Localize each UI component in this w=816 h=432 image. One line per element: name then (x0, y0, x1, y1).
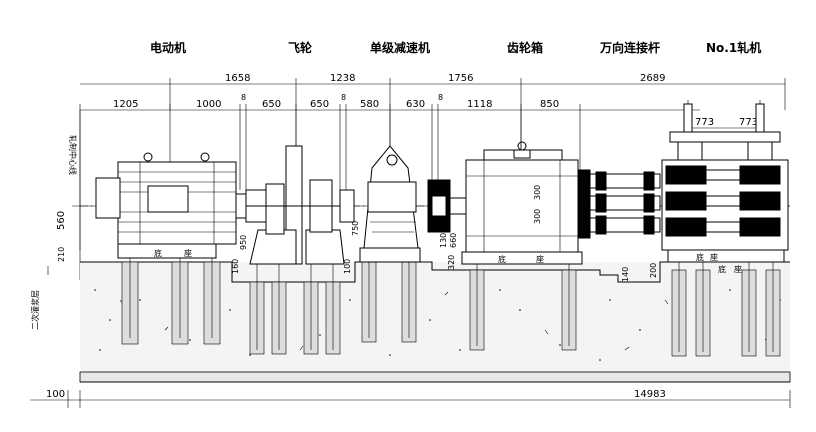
rolling-mill: 底 座 底 座 200 140 (621, 100, 789, 282)
title-gearbox: 齿轮箱 (507, 40, 543, 55)
dim-773b: 773 (739, 117, 758, 128)
title-motor: 电动机 (150, 40, 186, 55)
dim-1756: 1756 (448, 73, 473, 84)
dim-8a: 8 (241, 93, 246, 102)
label-560: 560 (56, 211, 67, 230)
base-label-7: 底 (718, 264, 726, 274)
dim-8c: 8 (438, 93, 443, 102)
label-200: 200 (649, 263, 658, 278)
dim-bottom-14983: 14983 (634, 389, 666, 400)
flywheel: 950 160 100 (231, 145, 352, 274)
coupling-2 (339, 189, 355, 223)
base-label-2: 座 (184, 248, 192, 258)
dim-1000: 1000 (196, 99, 221, 110)
dim-650a: 650 (262, 99, 281, 110)
title-spindle: 万向连接杆 (599, 40, 660, 55)
gearbox: 底 座 300 300 130 660 320 (439, 141, 583, 270)
foundation (79, 261, 791, 383)
motor: 底 座 (95, 152, 247, 259)
universal-spindles (577, 169, 661, 239)
label-950: 950 (239, 235, 248, 250)
dim-bottom-100: 100 (46, 389, 65, 400)
label-300-b: 300 (533, 209, 542, 224)
label-660: 660 (449, 233, 458, 248)
label-100: 100 (343, 259, 352, 274)
label-750: 750 (351, 221, 360, 236)
dim-2689: 2689 (640, 73, 665, 84)
title-mill: No.1轧机 (706, 40, 761, 55)
label-160: 160 (231, 259, 240, 274)
base-label-3: 底 (498, 254, 506, 264)
dim-580: 580 (360, 99, 379, 110)
single-stage-reducer: 750 (351, 145, 421, 263)
label-320: 320 (447, 255, 456, 270)
label-grout-layer: 二次灌浆层 (30, 290, 40, 330)
dim-850: 850 (540, 99, 559, 110)
title-flywheel: 飞轮 (288, 40, 313, 55)
bottom-dimension-chain: 100 14983 (30, 389, 791, 408)
base-label-8: 座 (734, 264, 742, 274)
dim-8b: 8 (341, 93, 346, 102)
dim-1118: 1118 (467, 99, 492, 110)
label-140: 140 (621, 267, 630, 282)
base-label-5: 底 (696, 252, 704, 262)
dim-1238: 1238 (330, 73, 355, 84)
dim-1658: 1658 (225, 73, 250, 84)
dim-650b: 650 (310, 99, 329, 110)
dim-630: 630 (406, 99, 425, 110)
dim-1205: 1205 (113, 99, 138, 110)
label-130: 130 (439, 233, 448, 248)
anchor-bolts (121, 250, 781, 357)
label-210: 210 (57, 247, 66, 262)
title-reducer: 单级减速机 (370, 40, 430, 55)
base-label-4: 座 (536, 254, 544, 264)
label-300-a: 300 (533, 185, 542, 200)
dim-773a: 773 (695, 117, 714, 128)
label-rolling-centerline: 轧制中心线 (68, 135, 78, 175)
base-label-6: 座 (710, 252, 718, 262)
base-label-1: 底 (154, 248, 162, 258)
coupling-3 (427, 179, 467, 233)
